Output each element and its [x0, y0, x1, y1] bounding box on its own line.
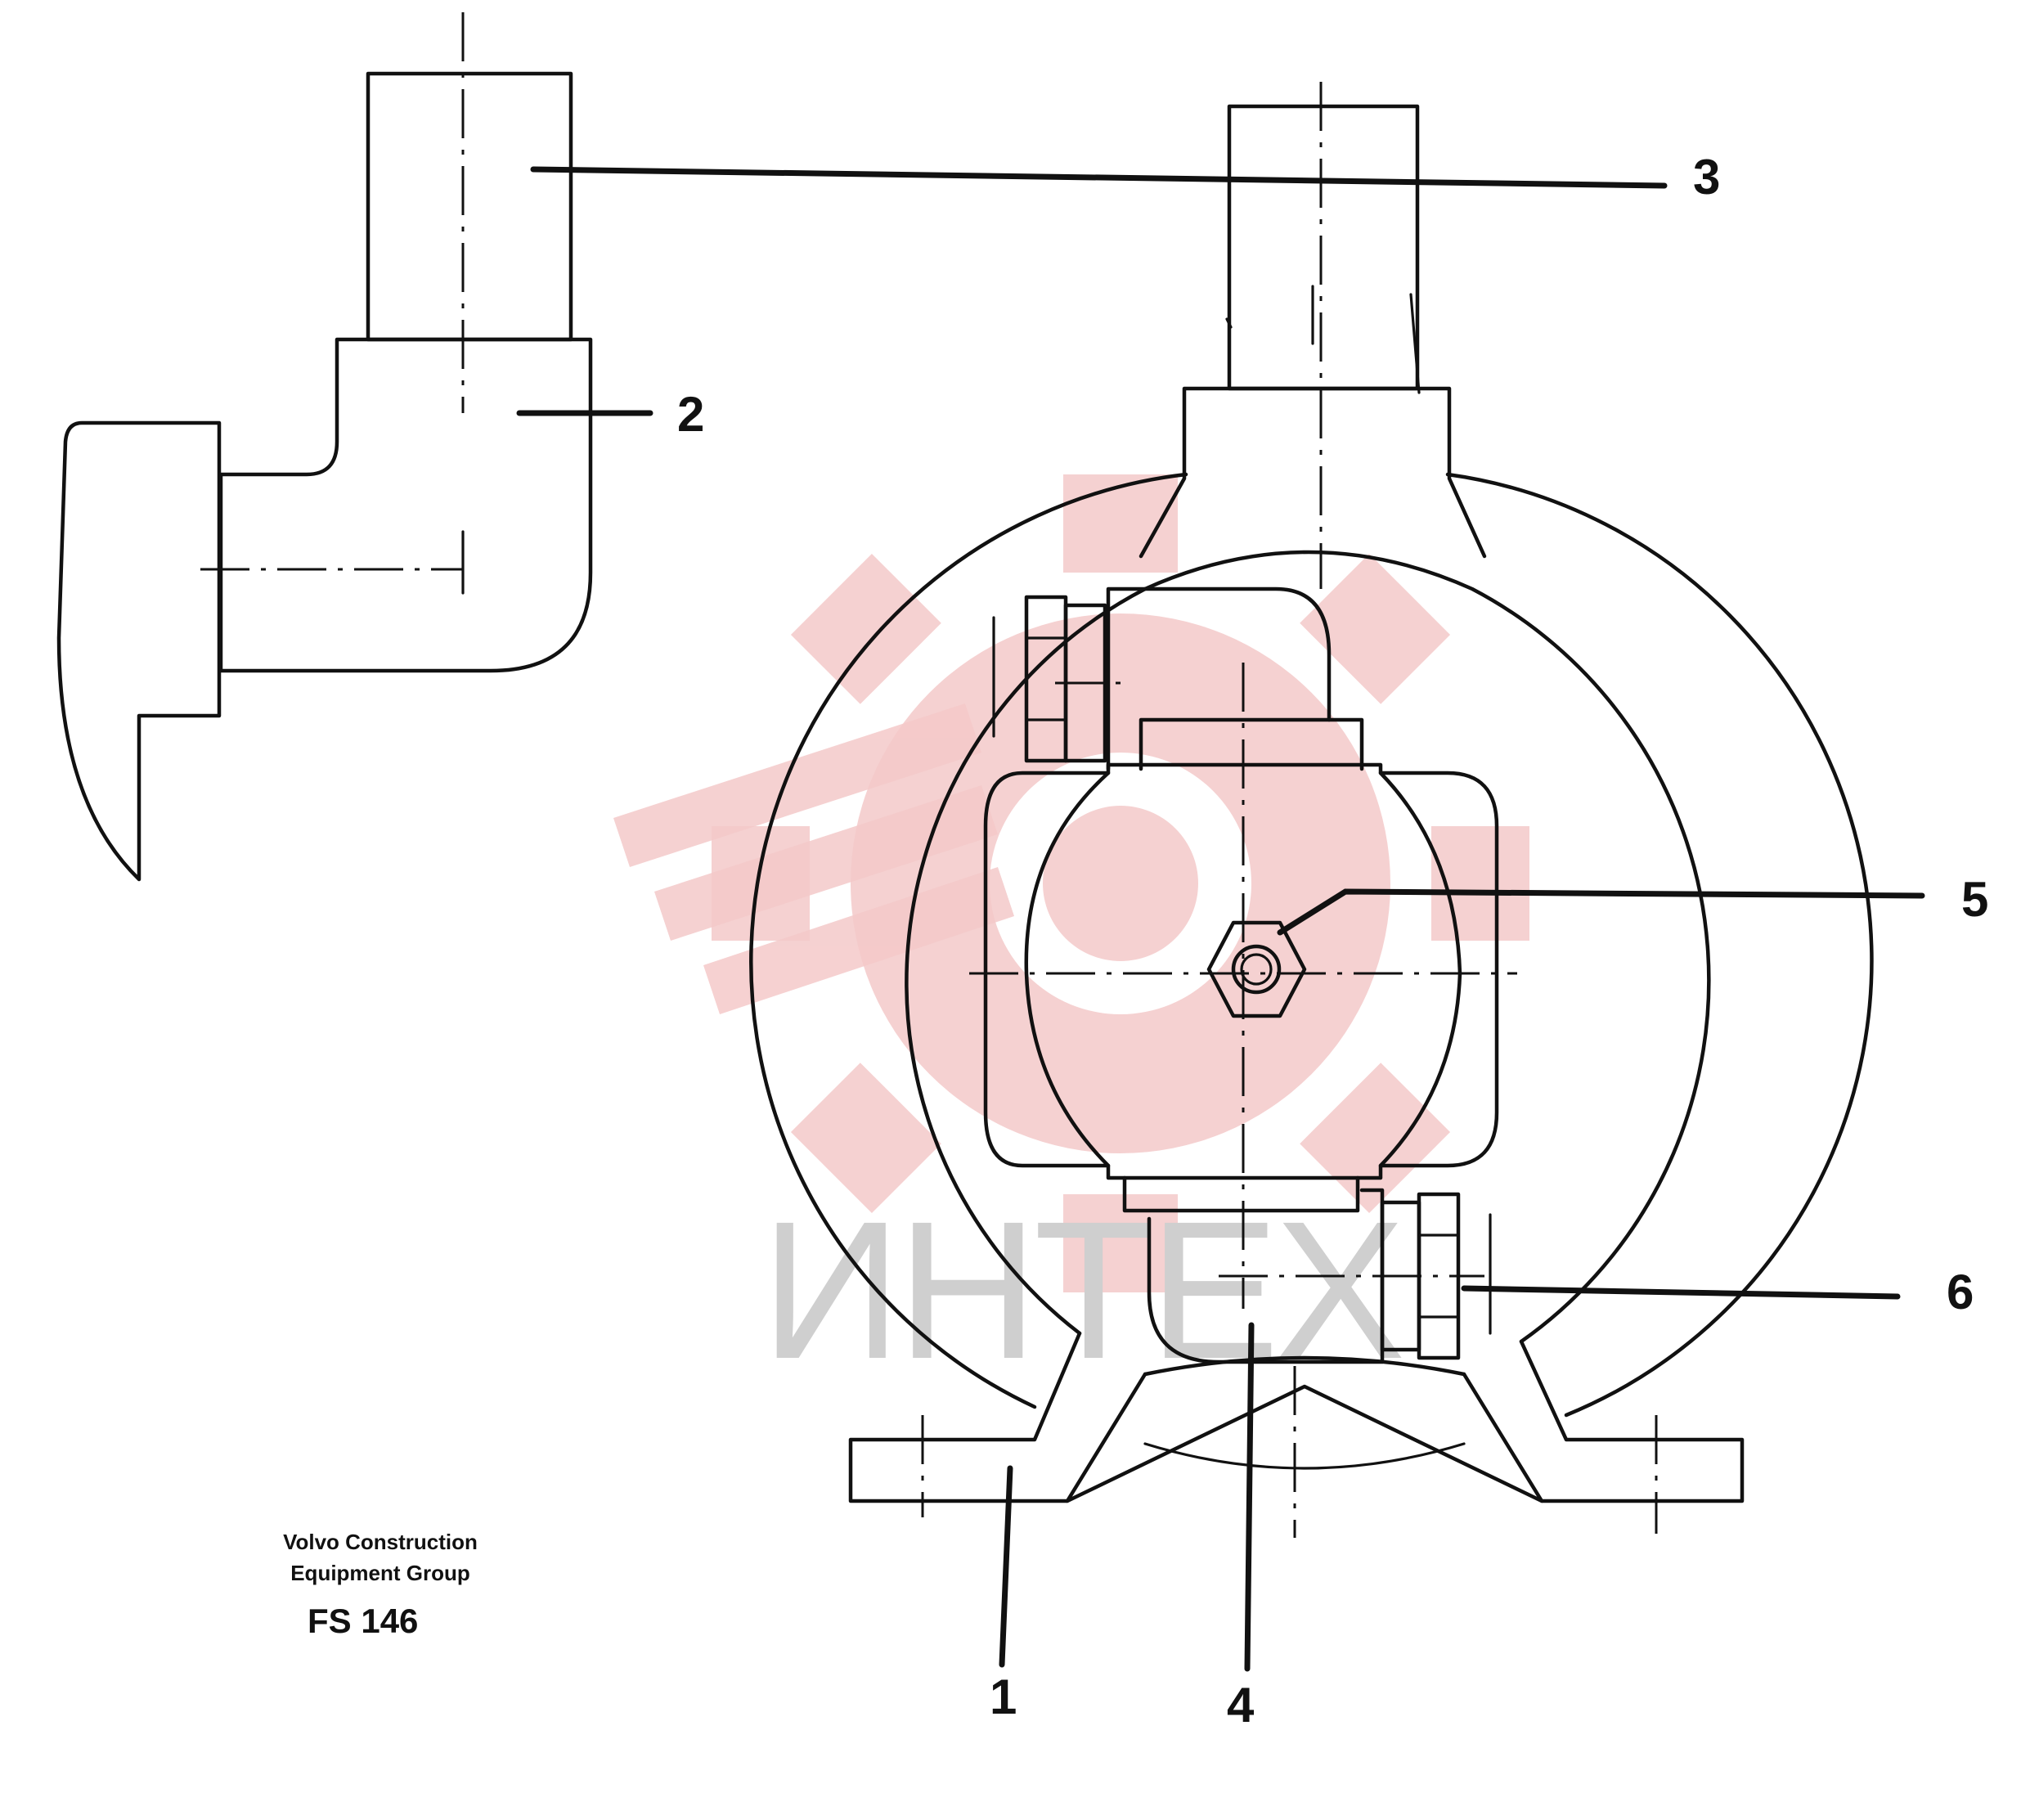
drawing-code: FS 146 [308, 1602, 419, 1640]
neck-top [1139, 386, 1487, 559]
pump-outer-ring-right [1445, 472, 1874, 1418]
elbow-assembly-side-view [56, 12, 593, 882]
upper-elbow-saddle [1139, 717, 1364, 771]
callout-5: 5 [1961, 872, 1988, 927]
callout-3: 3 [1693, 150, 1720, 204]
center-hex-nut [1206, 920, 1307, 1018]
center-hex-nut-bore [1231, 944, 1282, 995]
callout-2: 2 [677, 387, 704, 442]
pump-inner-ring-right [1143, 550, 1711, 1344]
center-hex-nut-bore-inner [1240, 953, 1273, 986]
callout-1: 1 [990, 1669, 1017, 1724]
base-left-leg [848, 1331, 1147, 1503]
pump-inner-ring [905, 586, 1147, 1336]
company-caption: Volvo Construction Equipment Group [245, 1526, 515, 1589]
valve-body [983, 762, 1499, 1180]
pump-outer-ring [749, 472, 1188, 1409]
watermark-stripes [613, 703, 1014, 1014]
upper-elbow-fitting [1106, 586, 1332, 771]
base-cradle [1065, 1355, 1544, 1503]
leader-lines [516, 166, 1925, 1672]
company-line-2: Equipment Group [290, 1561, 470, 1585]
pipe-guide-left [1225, 317, 1233, 329]
company-line-1: Volvo Construction [283, 1530, 478, 1554]
leader-6 [1461, 1285, 1901, 1300]
watermark-text: ИНТЕХ [761, 1180, 1403, 1400]
leader-1 [999, 1465, 1013, 1668]
leader-4 [1244, 1322, 1255, 1672]
flange-side [56, 420, 222, 882]
pipe-guide-right [1409, 293, 1421, 394]
lower-saddle [1122, 1175, 1360, 1213]
leader-3 [530, 166, 1668, 189]
outlet-pipe-top [1227, 104, 1420, 391]
callout-6: 6 [1947, 1265, 1974, 1319]
base-bottom-arc [1143, 1442, 1466, 1470]
callout-labels: 3 2 5 6 1 4 [677, 150, 1988, 1732]
base-right-leg [1462, 1339, 1745, 1503]
callout-4: 4 [1227, 1678, 1255, 1732]
elbow-fitting-side [218, 337, 593, 673]
leader-5 [1277, 888, 1925, 936]
pump-front-view [749, 82, 1874, 1538]
pipe-side [366, 71, 573, 342]
